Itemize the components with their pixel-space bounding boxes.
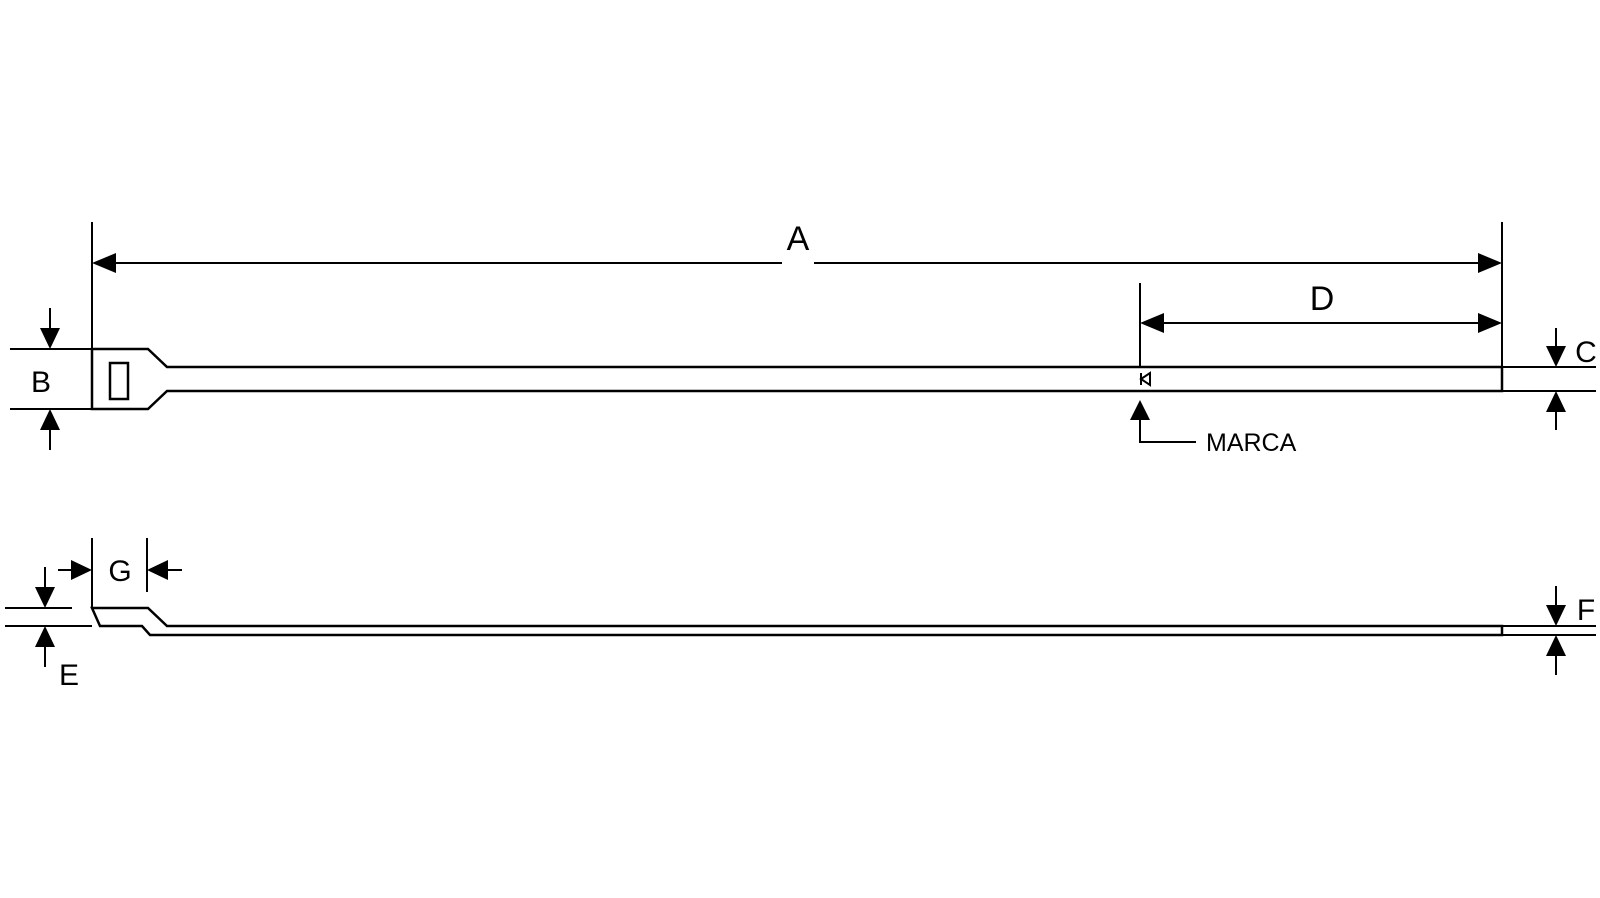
label-marca: MARCA xyxy=(1206,429,1297,457)
dimension-b: B xyxy=(10,308,92,450)
label-d: D xyxy=(1310,280,1335,318)
dimension-a: A xyxy=(91,220,1503,367)
tie-top-outline xyxy=(90,347,1504,411)
dimension-f: F xyxy=(1502,586,1596,675)
head-slot xyxy=(108,361,130,401)
dimension-e: E xyxy=(5,567,92,692)
label-g: G xyxy=(108,555,131,588)
marca-leader: MARCA xyxy=(1130,400,1297,457)
label-a: A xyxy=(787,220,810,258)
label-c: C xyxy=(1575,336,1597,369)
dimension-c: C xyxy=(1502,328,1597,430)
label-b: B xyxy=(31,366,51,399)
dimension-g: G xyxy=(58,538,182,608)
label-f: F xyxy=(1577,594,1595,627)
top-view xyxy=(90,347,1504,411)
label-e: E xyxy=(59,659,79,692)
side-view xyxy=(90,606,1504,637)
marca-mark-icon xyxy=(1139,371,1151,387)
tie-side-outline xyxy=(90,606,1504,637)
dimension-d: D xyxy=(1139,280,1502,367)
